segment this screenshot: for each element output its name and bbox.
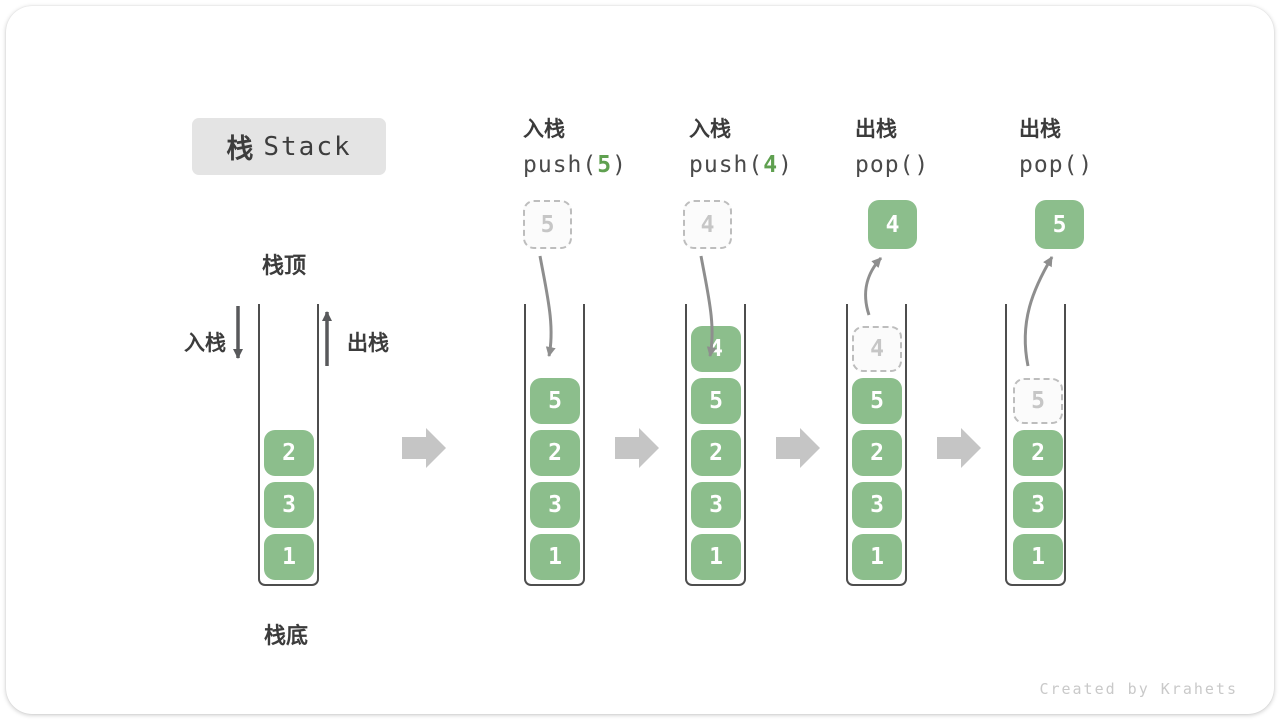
op-code-pre: pop( — [1019, 152, 1079, 178]
stack-item: 1 — [852, 534, 902, 580]
stack-container-1 — [258, 304, 319, 586]
op-code-pre: push( — [523, 152, 598, 178]
floating-item-pop-5: 5 — [1035, 200, 1084, 249]
stack-item: 1 — [691, 534, 741, 580]
stack-bottom-label: 栈底 — [264, 623, 309, 648]
op-code-pre: pop( — [855, 152, 915, 178]
stack-container-2 — [524, 304, 585, 586]
diagram-canvas: 栈 Stack 入栈 push(5) 入栈 push(4) 出栈 pop() 出… — [6, 6, 1274, 714]
title-badge: 栈 Stack — [192, 118, 386, 175]
stack-item: 2 — [530, 430, 580, 476]
op-name: 入栈 — [689, 118, 731, 141]
op-code-post: ) — [1078, 152, 1094, 178]
op-code-num: 5 — [597, 152, 613, 178]
stack-item: 4 — [691, 326, 741, 372]
floating-item-push-5: 5 — [523, 200, 572, 249]
pop-direction-label: 出栈 — [347, 332, 389, 355]
step-arrow-icon — [615, 428, 659, 468]
op-header-push-4: 入栈 push(4) — [689, 113, 839, 178]
op-name: 出栈 — [855, 118, 897, 141]
stack-container-4 — [846, 304, 907, 586]
stack-item: 5 — [530, 378, 580, 424]
op-code: pop() — [1019, 152, 1169, 178]
op-code-num: 4 — [763, 152, 779, 178]
floating-item-pop-4: 4 — [868, 200, 917, 249]
stack-item: 3 — [530, 482, 580, 528]
stack-item: 2 — [852, 430, 902, 476]
op-code: pop() — [855, 152, 1005, 178]
stack-item: 3 — [264, 482, 314, 528]
watermark: Created by Krahets — [1039, 680, 1238, 698]
stack-item: 3 — [852, 482, 902, 528]
op-code: push(4) — [689, 152, 839, 178]
op-code-post: ) — [914, 152, 930, 178]
push-direction-label: 入栈 — [184, 332, 226, 355]
stack-item: 2 — [691, 430, 741, 476]
stack-item: 5 — [852, 378, 902, 424]
op-code: push(5) — [523, 152, 673, 178]
stack-item: 2 — [1013, 430, 1063, 476]
floating-item-push-4: 4 — [683, 200, 732, 249]
op-header-pop-4: 出栈 pop() — [855, 113, 1005, 178]
stack-container-3 — [685, 304, 746, 586]
step-arrow-icon — [776, 428, 820, 468]
stack-container-5 — [1005, 304, 1066, 586]
stack-item: 5 — [691, 378, 741, 424]
op-code-post: ) — [778, 152, 793, 178]
op-header-pop-5: 出栈 pop() — [1019, 113, 1169, 178]
stack-item: 2 — [264, 430, 314, 476]
title-en: Stack — [263, 131, 352, 162]
stack-item: 3 — [691, 482, 741, 528]
stack-top-label: 栈顶 — [262, 253, 307, 278]
stack-item: 1 — [1013, 534, 1063, 580]
op-name: 入栈 — [523, 118, 565, 141]
op-code-pre: push( — [689, 152, 764, 178]
op-header-push-5: 入栈 push(5) — [523, 113, 673, 178]
step-arrow-icon — [402, 428, 446, 468]
stack-item-ghost: 5 — [1013, 378, 1063, 424]
step-arrow-icon — [937, 428, 981, 468]
stack-item: 1 — [264, 534, 314, 580]
stack-item: 1 — [530, 534, 580, 580]
stack-item-ghost: 4 — [852, 326, 902, 372]
op-name: 出栈 — [1019, 118, 1061, 141]
op-code-post: ) — [612, 152, 627, 178]
stack-item: 3 — [1013, 482, 1063, 528]
title-zh: 栈 — [226, 134, 254, 164]
